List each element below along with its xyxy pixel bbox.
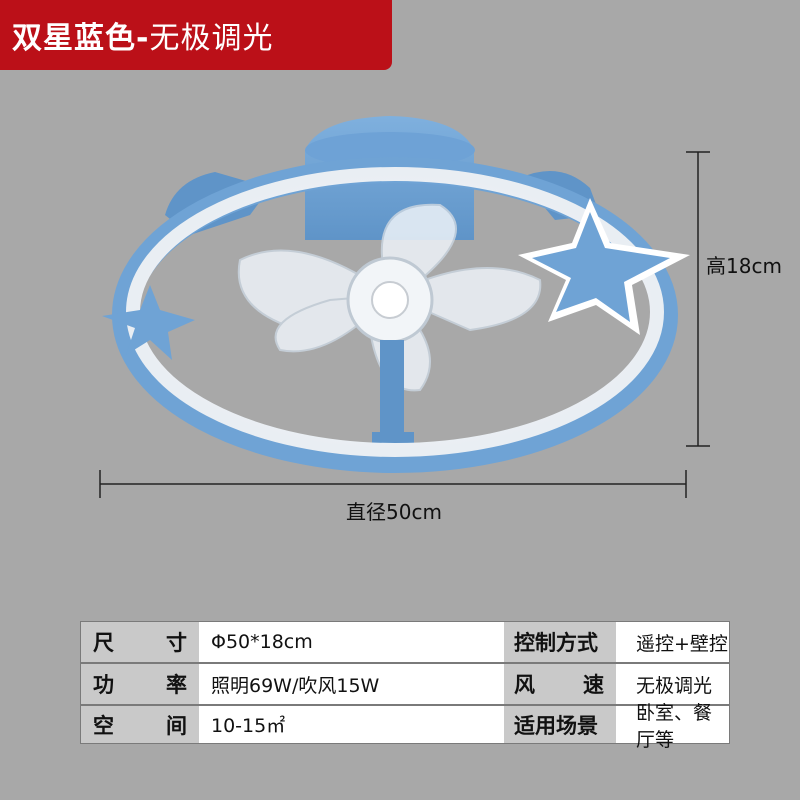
spec-label-space: 空 间 [81, 706, 199, 743]
diameter-label: 直径50cm [346, 500, 442, 524]
spec-label-speed: 风 速 [504, 664, 616, 704]
diameter-dimension-line [99, 470, 687, 498]
spec-label-size: 尺 寸 [81, 622, 199, 662]
left-star [102, 285, 195, 360]
height-label: 高18cm [706, 254, 782, 278]
title-banner: 双星蓝色- 无极调光 [0, 0, 392, 70]
title-main: 双星蓝色- [12, 21, 150, 56]
spec-label-power: 功 率 [81, 664, 199, 704]
row-divider [81, 662, 729, 664]
fan-motor-center [371, 281, 409, 319]
product-image [99, 116, 710, 498]
spec-value-power: 照明69W/吹风15W [201, 664, 502, 704]
row-divider [81, 704, 729, 706]
height-dimension-line [686, 151, 710, 447]
spec-value-size: Φ50*18cm [201, 622, 502, 662]
spec-value-scene: 卧室、餐厅等 [618, 702, 729, 751]
spec-label-scene: 适用场景 [504, 706, 616, 743]
spec-row-space: 空 间 10-15㎡ 适用场景 卧室、餐厅等 [81, 702, 729, 751]
spec-value-control: 遥控+壁控 [618, 622, 729, 662]
spec-table: 尺 寸 Φ50*18cm 控制方式 遥控+壁控 功 率 照明69W/吹风15W … [80, 621, 730, 751]
spec-label-control: 控制方式 [504, 622, 616, 662]
right-star [518, 198, 690, 335]
title-sub: 无极调光 [149, 21, 274, 56]
spec-value-speed: 无极调光 [618, 664, 729, 704]
spec-row-size: 尺 寸 Φ50*18cm 控制方式 遥控+壁控 [81, 622, 729, 662]
spec-row-power: 功 率 照明69W/吹风15W 风 速 无极调光 [81, 664, 729, 704]
support-stem [372, 340, 414, 446]
spec-value-space: 10-15㎡ [201, 706, 502, 743]
